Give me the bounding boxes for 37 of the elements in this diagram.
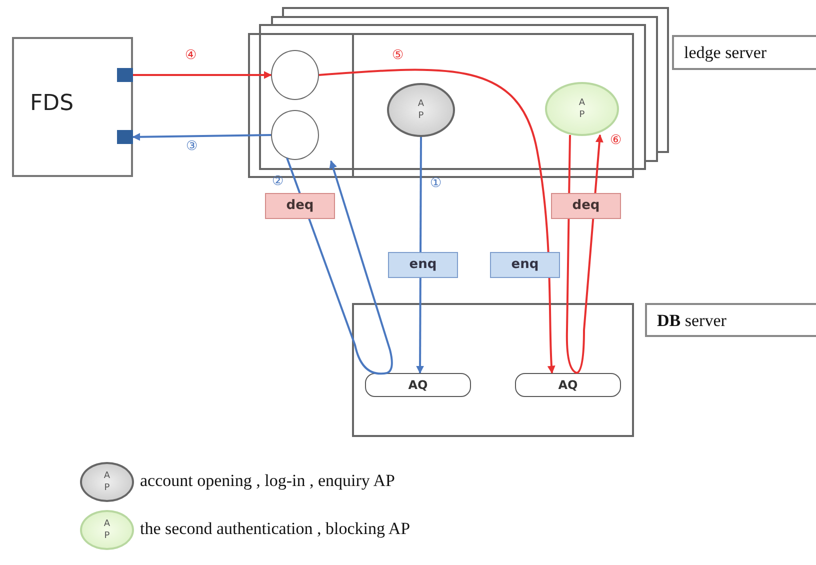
server-panel (352, 303, 634, 437)
system-box (12, 37, 133, 177)
step-number: ③ (186, 139, 198, 154)
step-number: ② (272, 174, 284, 189)
edge-label: enq (388, 252, 458, 278)
ap-circle (80, 510, 134, 550)
ap-text: A P (102, 470, 112, 494)
ap-text: A P (578, 97, 586, 121)
ap-circle (80, 462, 134, 502)
arrow (318, 68, 556, 374)
edge-label: deq (551, 193, 621, 219)
server-label-box (672, 35, 816, 70)
port-square (117, 130, 133, 144)
queue-name: AQ (408, 378, 428, 392)
step-number: ⑥ (610, 133, 622, 148)
legend-text: the second authentication , blocking AP (140, 519, 410, 539)
arrow (416, 137, 424, 374)
arrow (133, 71, 272, 79)
system-name: FDS (30, 91, 74, 116)
arrow (286, 157, 393, 375)
queue-cylinder (515, 373, 621, 397)
step-number: ④ (185, 48, 197, 63)
step-number: ⑤ (392, 48, 404, 63)
arrow (132, 132, 272, 141)
queue-name: AQ (558, 378, 578, 392)
edge-label: enq (490, 252, 560, 278)
ap-text: A P (416, 98, 426, 122)
legend-text: account opening , log-in , enquiry AP (140, 471, 395, 491)
arrow (566, 134, 604, 374)
ap-text: A P (102, 518, 112, 542)
port-square (117, 68, 133, 82)
server-label-box (645, 303, 816, 337)
edge-label: deq (265, 193, 335, 219)
server-name: DB server (657, 311, 726, 331)
queue-cylinder (365, 373, 471, 397)
step-number: ① (430, 176, 442, 191)
server-name: ledge server (684, 43, 767, 63)
